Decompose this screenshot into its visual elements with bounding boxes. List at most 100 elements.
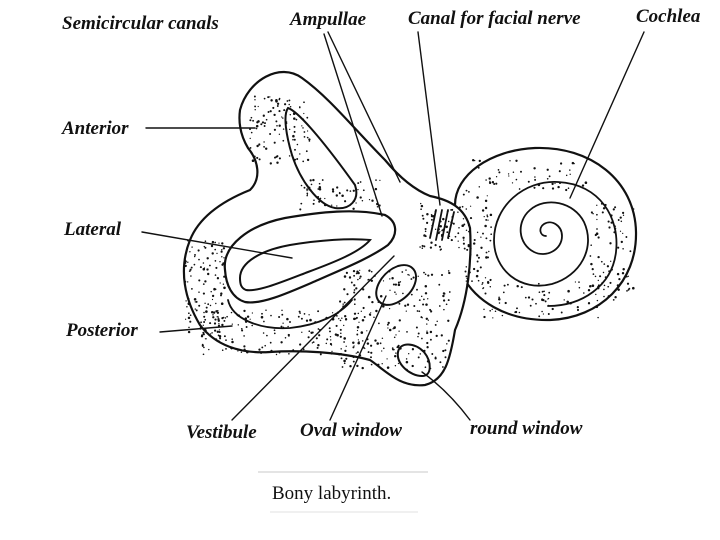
stipple-dot [240,327,243,330]
stipple-dot [485,256,488,259]
stipple-dot [353,345,355,347]
stipple-dot [608,226,611,229]
stipple-dot [202,283,205,285]
stipple-dot [222,247,226,250]
stipple-dot [219,282,221,284]
stipple-dot [488,181,492,185]
stipple-dot [263,125,266,127]
stipple-dot [305,150,308,153]
stipple-dot [614,225,617,227]
stipple-dot [188,312,190,314]
stipple-dot [204,280,207,283]
stipple-dot [434,357,437,360]
stipple-dot [360,331,364,334]
stipple-dot [465,266,468,268]
stipple-dot [217,324,221,327]
stipple-dot [462,236,465,239]
stipple-dot [616,272,620,276]
stipple-dot [353,274,356,277]
stipple-dot [405,269,407,271]
stipple-dot [373,316,375,318]
stipple-dot [202,353,205,356]
stipple-dot [495,182,498,185]
stipple-dot [378,322,380,325]
stipple-dot [434,210,437,213]
stipple-dot [425,317,429,321]
stipple-dot [184,264,187,268]
stipple-dot [494,310,497,312]
stipple-dot [444,356,447,359]
stipple-dot [472,267,476,271]
stipple-dot [591,284,595,287]
stipple-dot [429,246,433,249]
stipple-dot [413,305,416,307]
stipple-dot [423,245,426,248]
stipple-dot [574,281,577,283]
stipple-dot [485,179,487,181]
stipple-dot [410,278,413,280]
stipple-dot [391,347,394,349]
stipple-dot [457,240,459,242]
stipple-dot [310,183,313,186]
stipple-dot [240,351,243,354]
stipple-dot [195,309,198,312]
stipple-dot [330,344,333,346]
stipple-dot [471,280,473,282]
stipple-dot [278,110,281,113]
stipple-dot [426,346,429,349]
stipple-dot [626,290,628,292]
stipple-dot [538,291,541,294]
stipple-dot [424,273,427,276]
stipple-dot [264,344,266,347]
stipple-dot [222,283,225,285]
stipple-dot [362,306,365,310]
stipple-dot [482,287,484,290]
stipple-dot [349,190,352,192]
stipple-dot [340,348,342,350]
stipple-dot [203,346,205,349]
stipple-dot [607,285,610,288]
stipple-dot [512,171,515,174]
stipple-dot [454,235,457,238]
stipple-dot [214,260,217,262]
stipple-dot [450,209,452,211]
stipple-dot [359,275,362,278]
stipple-dot [342,303,344,305]
stipple-dot [476,231,479,234]
stipple-dot [203,245,205,248]
stipple-dot [587,288,591,292]
stipple-dot [461,224,464,227]
stipple-dot [318,334,321,337]
stipple-dot [537,282,540,285]
stipple-dot [392,283,395,286]
stipple-dot [270,349,273,352]
stipple-dot [353,289,356,291]
stipple-dot [218,242,220,244]
stipple-dot [515,159,518,162]
stipple-dot [476,196,479,199]
stipple-dot [223,275,226,278]
stipple-dot [303,136,306,138]
stipple-dot [278,315,281,319]
stipple-dot [617,219,620,221]
stipple-dot [546,168,549,171]
label-ampullae: Ampullae [289,9,367,30]
stipple-dot [348,276,352,279]
stipple-dot [358,321,360,323]
stipple-dot [189,268,192,271]
stipple-dot [375,179,377,181]
stipple-dot [485,218,488,221]
stipple-dot [402,292,404,295]
stipple-dot [438,245,441,248]
stipple-dot [269,133,272,135]
stipple-dot [194,301,196,303]
stipple-dot [224,317,227,319]
stipple-dot [497,169,500,171]
stipple-dot [288,103,290,106]
stipple-dot [609,242,612,245]
stipple-dot [601,211,604,214]
stipple-dot [308,314,310,316]
stipple-dot [343,324,345,327]
stipple-dot [353,200,356,202]
